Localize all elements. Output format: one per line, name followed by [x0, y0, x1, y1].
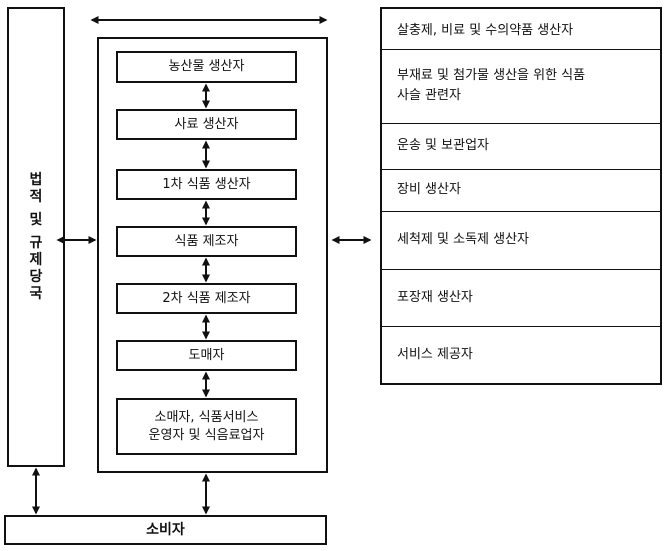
regulator-label: 법 적 및 규 제 당 국 — [7, 172, 65, 303]
related-item: 장비 생산자 — [397, 182, 461, 197]
chain-label: 식품 제조자 — [174, 233, 239, 249]
related-item: 포장재 생산자 — [397, 290, 473, 305]
chain-label: 1차 식품 생산자 — [162, 176, 251, 192]
chain-label-retailer: 소매자, 식품서비스 운영자 및 식음료업자 — [116, 398, 297, 455]
regulator-char: 제 — [29, 252, 43, 268]
related-divider — [381, 269, 661, 270]
chain-label: 도매자 — [188, 347, 225, 363]
related-divider — [381, 169, 661, 170]
regulator-char: 당 — [29, 269, 43, 285]
related-item: 서비스 제공자 — [397, 347, 473, 362]
chain-box-food-manufacturer — [116, 226, 297, 257]
related-item: 운송 및 보관업자 — [397, 138, 489, 153]
chain-label-line: 운영자 및 식음료업자 — [148, 427, 265, 443]
consumer-label: 소비자 — [146, 522, 185, 538]
related-divider — [381, 123, 661, 124]
chain-label: 사료 생산자 — [174, 116, 239, 132]
regulator-char: 적 — [29, 189, 43, 205]
chain-box-agricultural-producer — [116, 51, 297, 83]
related-item-multiline: 부재료 및 첨가물 생산을 위한 식품 사슬 관련자 — [397, 66, 585, 106]
related-divider — [381, 211, 661, 212]
related-item-line: 부재료 및 첨가물 생산을 위한 식품 — [397, 68, 586, 83]
regulator-box — [7, 7, 65, 467]
related-divider — [381, 49, 661, 50]
related-divider — [381, 326, 661, 327]
regulator-char: 및 — [29, 212, 43, 228]
chain-box-feed-producer — [116, 109, 297, 140]
chain-box-wholesaler — [116, 340, 297, 371]
related-item: 살충제, 비료 및 수의약품 생산자 — [397, 23, 574, 38]
chain-label-line: 소매자, 식품서비스 — [154, 409, 259, 425]
regulator-char: 법 — [29, 172, 43, 188]
regulator-char: 규 — [29, 235, 43, 251]
chain-box-primary-producer — [116, 169, 297, 200]
chain-box-retailer — [116, 398, 297, 455]
consumer-box — [4, 515, 327, 545]
related-item-line: 사슬 관련자 — [397, 88, 461, 103]
regulator-char: 국 — [29, 286, 43, 302]
chain-label: 농산물 생산자 — [168, 59, 245, 74]
related-item: 세척제 및 소독제 생산자 — [397, 232, 529, 247]
chain-label: 2차 식품 제조자 — [162, 290, 251, 306]
chain-box-secondary-manufacturer — [116, 283, 297, 314]
related-parties-box — [380, 7, 662, 385]
